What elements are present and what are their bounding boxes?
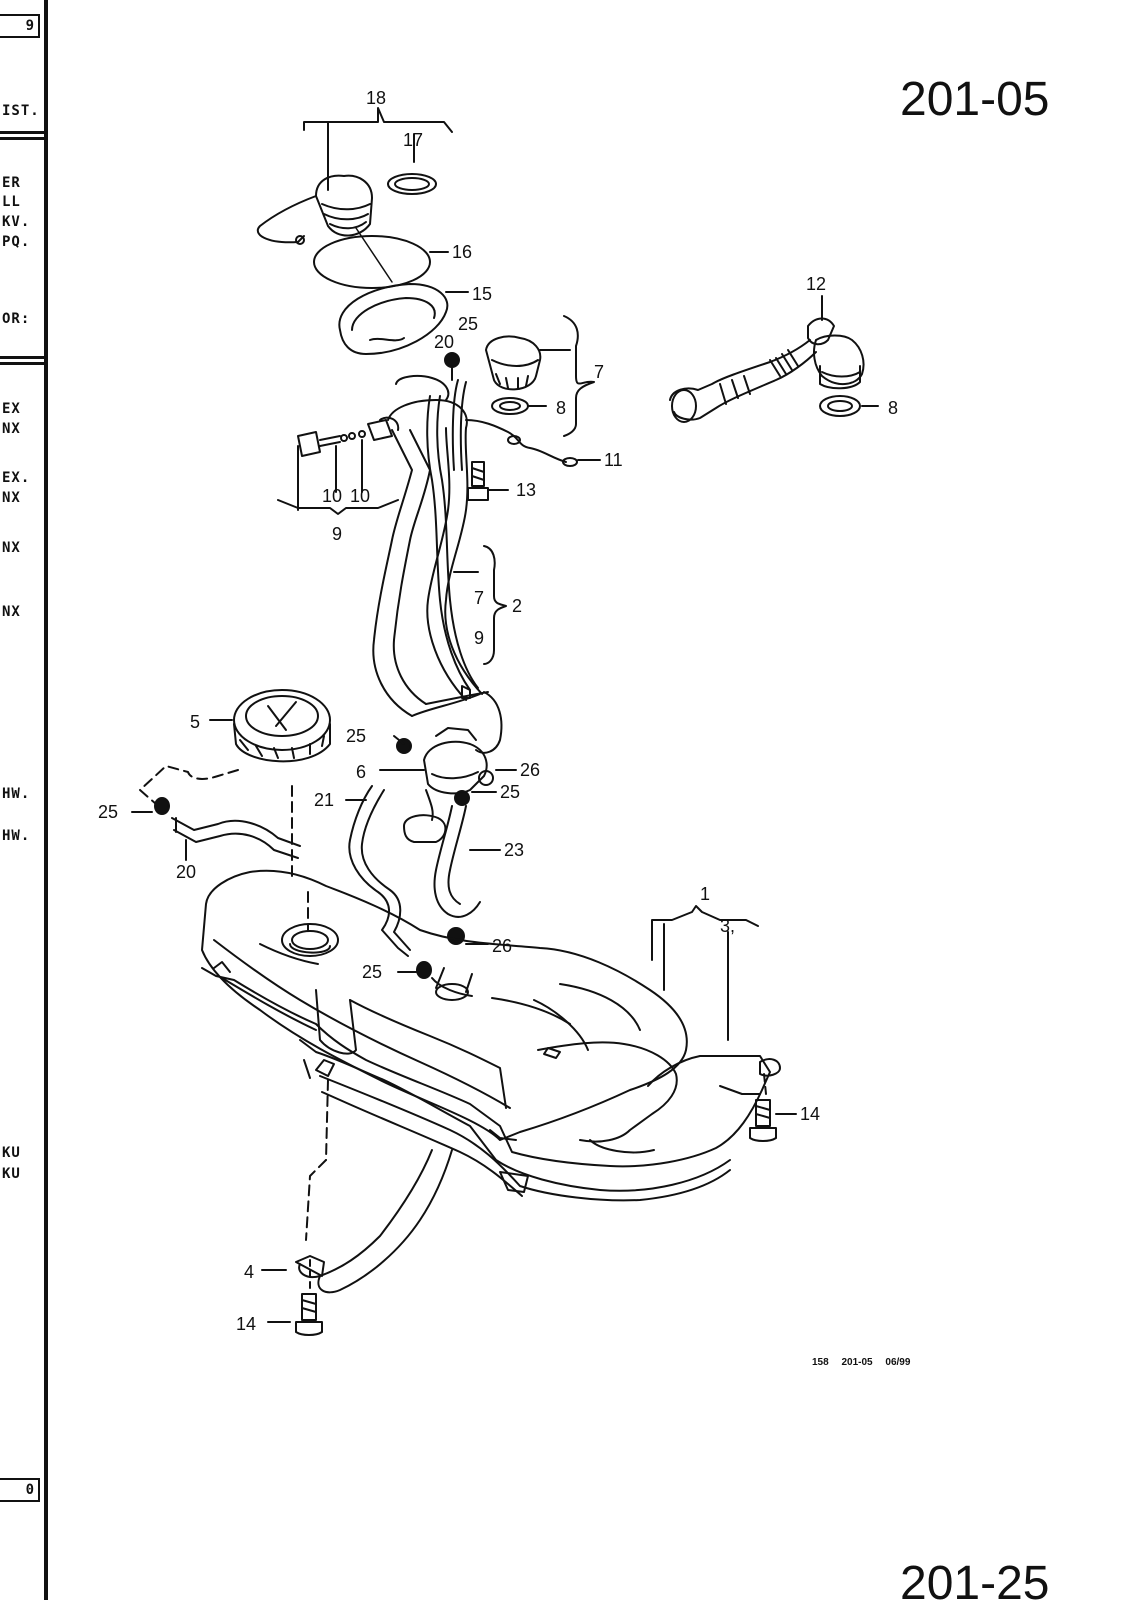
callout-label: 20 (176, 862, 196, 882)
strip-border (44, 0, 48, 1600)
strip-stub: NX (2, 421, 21, 437)
page-number: 201-05 (900, 73, 1050, 126)
callout-label: 15 (472, 284, 492, 304)
callout-label: 25 (362, 962, 382, 982)
strip-stub: PQ. (2, 234, 31, 250)
callout-label: 16 (452, 242, 472, 262)
callout-label: 10 (322, 486, 342, 506)
strip-stub: EX. (2, 470, 31, 486)
top-page-box: 9 (0, 14, 40, 38)
strip-divider (0, 356, 44, 359)
callout-label: 14 (800, 1104, 820, 1124)
strip-divider (0, 362, 44, 365)
strip-stub: EX (2, 401, 21, 417)
strip-stub: NX (2, 604, 21, 620)
strip-stub: KU (2, 1145, 21, 1161)
callout-label: 8 (556, 398, 566, 418)
callout-label: 25 (346, 726, 366, 746)
remote-filler (669, 295, 879, 423)
callout-label: 25 (98, 802, 118, 822)
callout-label: 8 (888, 398, 898, 418)
strip-stub: NX (2, 490, 21, 506)
callout-label: 25 (458, 314, 478, 334)
callout-label: 2 (512, 596, 522, 616)
callout-label: 10 (350, 486, 370, 506)
strip-stub: LL (2, 194, 21, 210)
strip-stub: HW. (2, 786, 31, 802)
callout-label: 26 (492, 936, 512, 956)
index-strip: 9 IST. ER LL KV. PQ. OR: EX NX EX. NX NX… (0, 0, 44, 1600)
filler-cap (257, 107, 469, 355)
strip-stub: OR: (2, 311, 31, 327)
callout-labels: 18 17 16 15 25 20 7 8 12 8 11 13 10 10 9… (98, 88, 898, 1334)
bottom-page-box: 0 (0, 1478, 40, 1502)
callout-label: 25 (500, 782, 520, 802)
callout-label: 9 (474, 628, 484, 648)
callout-label: 4 (244, 1262, 254, 1282)
callout-label: 7 (474, 588, 484, 608)
callout-label: 12 (806, 274, 826, 294)
strip-stub: NX (2, 540, 21, 556)
pump-flange (139, 689, 517, 931)
drawing-code: 158 201-05 06/99 (812, 1357, 911, 1368)
bolts (261, 1099, 797, 1336)
callout-label: 18 (366, 88, 386, 108)
fuel-tank (201, 869, 781, 1294)
callout-label: 14 (236, 1314, 256, 1334)
callout-label: 20 (434, 332, 454, 352)
callout-label: 6 (356, 762, 366, 782)
callout-label: 13 (516, 480, 536, 500)
strip-stub: KV. (2, 214, 31, 230)
callout-label: 17 (403, 130, 423, 150)
strip-stub: KU (2, 1166, 21, 1182)
strip-divider (0, 137, 44, 140)
callout-label: 23 (504, 840, 524, 860)
callout-label: 21 (314, 790, 334, 810)
strip-divider (0, 131, 44, 134)
callout-label: 7 (594, 362, 604, 382)
strip-stub: IST. (2, 103, 40, 119)
lines (131, 785, 501, 979)
callout-label: 26 (520, 760, 540, 780)
callout-label: 11 (604, 450, 623, 470)
fuel-tank-exploded-diagram: 18 17 16 15 25 20 7 8 12 8 11 13 10 10 9… (98, 88, 898, 1336)
callout-label: 9 (332, 524, 342, 544)
filler-neck (277, 352, 601, 754)
callout-label: 1 (700, 884, 710, 904)
strip-stub: HW. (2, 828, 31, 844)
vent-valve (485, 315, 595, 437)
callout-label: 5 (190, 712, 200, 732)
callout-label: 3, (720, 916, 735, 936)
strip-stub: ER (2, 175, 21, 191)
